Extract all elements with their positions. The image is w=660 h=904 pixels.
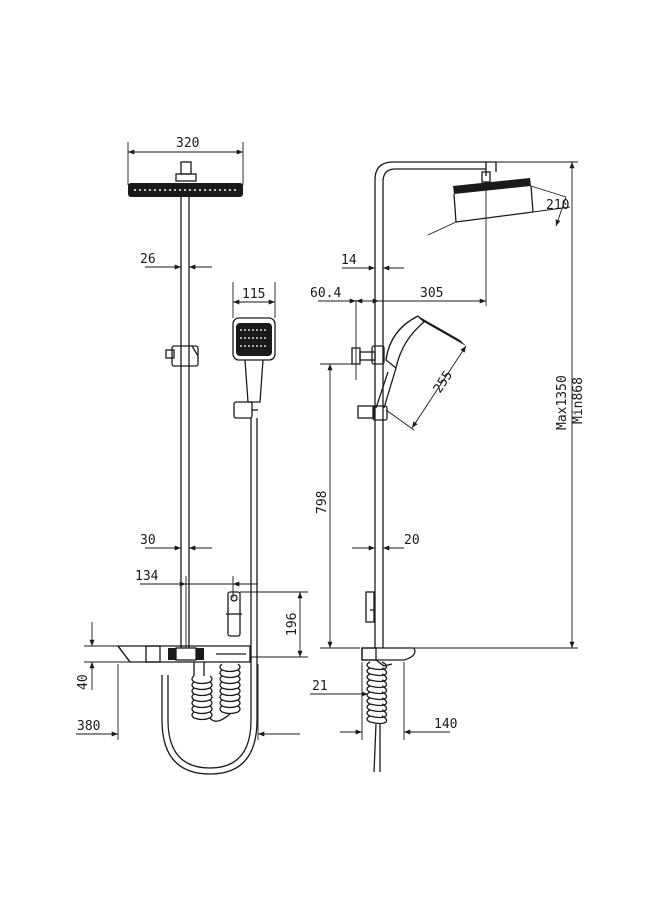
slide-holder — [165, 345, 199, 367]
hand-shower — [232, 317, 276, 419]
dim-wall-offset: 60.4 — [310, 286, 341, 301]
dim-hose-diameter: 21 — [312, 679, 328, 694]
tub-spout — [226, 591, 242, 637]
thermostatic-shelf — [84, 645, 251, 663]
dim-pipe-upper: 26 — [140, 252, 156, 267]
dim-arm-reach: 305 — [420, 286, 443, 301]
side-hand-shower — [357, 315, 466, 421]
dim-head-tilt: 210 — [546, 198, 569, 213]
dim-pipe-bottom: 20 — [404, 533, 420, 548]
side-coiled-hose — [366, 661, 388, 773]
dim-depth: 140 — [434, 717, 457, 732]
dim-height-min: Min868 — [571, 377, 586, 424]
side-riser-pipe — [374, 161, 497, 648]
side-spout — [365, 591, 375, 623]
dim-offset: 134 — [135, 569, 159, 584]
side-shelf — [361, 647, 416, 667]
dim-pipe-top: 14 — [341, 253, 357, 268]
coiled-hose — [191, 662, 241, 722]
dim-pipe-lower: 30 — [140, 533, 156, 548]
front-view: 320 26 115 — [76, 136, 308, 775]
dim-shelf-width: 380 — [77, 719, 100, 734]
wall-bracket — [351, 345, 385, 365]
dim-hand-shower-length: 255 — [431, 368, 456, 396]
dim-spout-height: 196 — [285, 613, 300, 636]
shower-hose — [161, 418, 258, 775]
dim-height-max: Max1350 — [555, 375, 570, 430]
side-rain-head — [453, 171, 534, 223]
dim-shelf-height: 40 — [76, 674, 91, 690]
rain-shower-head — [128, 161, 243, 197]
side-view: 210 14 60.4 305 255 — [310, 161, 586, 773]
dim-head-width: 320 — [176, 136, 199, 151]
main-riser-pipe — [180, 197, 190, 648]
dim-hand-shower: 115 — [242, 287, 265, 302]
dim-slide-range: 798 — [315, 491, 330, 514]
